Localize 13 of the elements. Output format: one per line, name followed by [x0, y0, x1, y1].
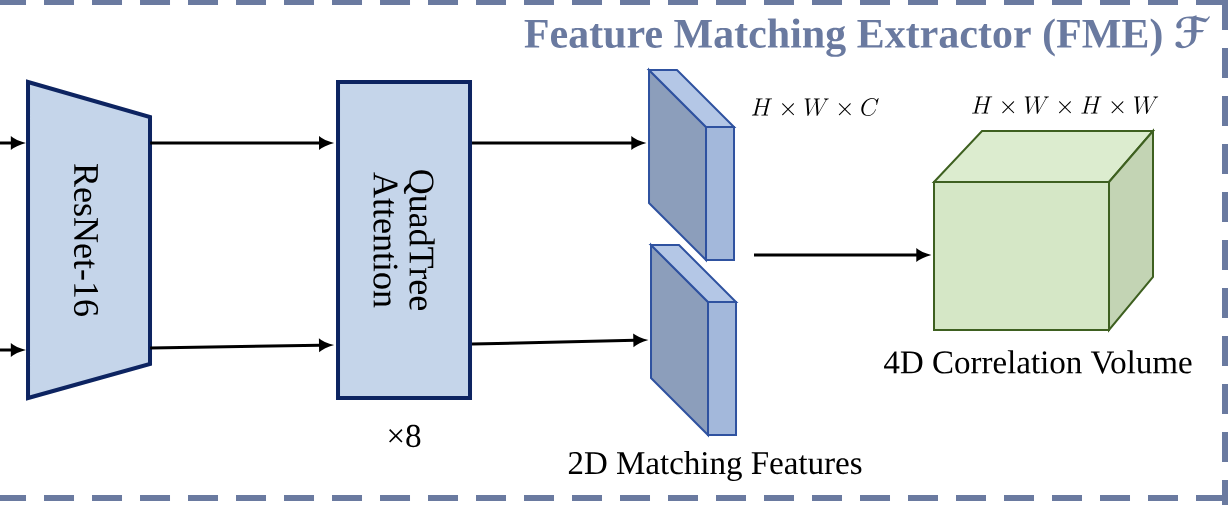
dimension-label: $H \times W \times H \times W$: [972, 96, 1159, 114]
dimension-label: $H \times W \times C$: [751, 97, 879, 116]
arrow: [0, 344, 23, 356]
arrow: [150, 137, 331, 149]
arrow: [754, 249, 928, 261]
node-label: ×8: [389, 424, 421, 448]
node-label: 4D Correlation Volume: [884, 350, 1192, 374]
attention-box: QuadTree Attention: [336, 80, 472, 400]
arrow: [150, 339, 331, 351]
node-label: 2D Matching Features: [568, 451, 862, 481]
arrow: [472, 137, 643, 149]
title: Feature Matching Extractor (FME) ℱ: [524, 15, 1210, 57]
arrow: [0, 137, 23, 149]
